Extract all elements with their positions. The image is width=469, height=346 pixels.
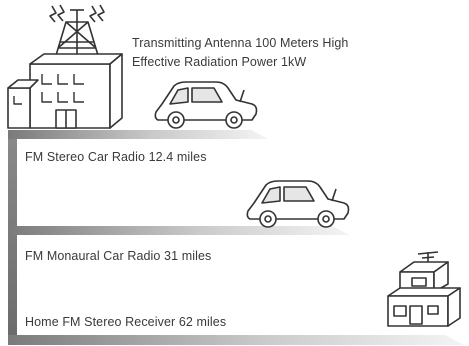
car-icon-2 <box>246 180 350 228</box>
antenna-height-label: Transmitting Antenna 100 Meters High <box>132 36 349 50</box>
tier-bar-1 <box>8 130 268 139</box>
tier-label-monaural-car: FM Monaural Car Radio 31 miles <box>25 249 212 263</box>
house-with-antenna-icon <box>387 251 461 327</box>
car-icon-1 <box>154 81 258 129</box>
tier-bar-3 <box>8 335 464 345</box>
radio-tower-building-icon <box>7 4 123 129</box>
range-axis-bar <box>8 130 17 345</box>
tier-label-home-receiver: Home FM Stereo Receiver 62 miles <box>25 315 227 329</box>
tier-label-stereo-car: FM Stereo Car Radio 12.4 miles <box>25 150 207 164</box>
antenna-power-label: Effective Radiation Power 1kW <box>132 55 307 69</box>
tier-bar-2 <box>8 226 350 235</box>
